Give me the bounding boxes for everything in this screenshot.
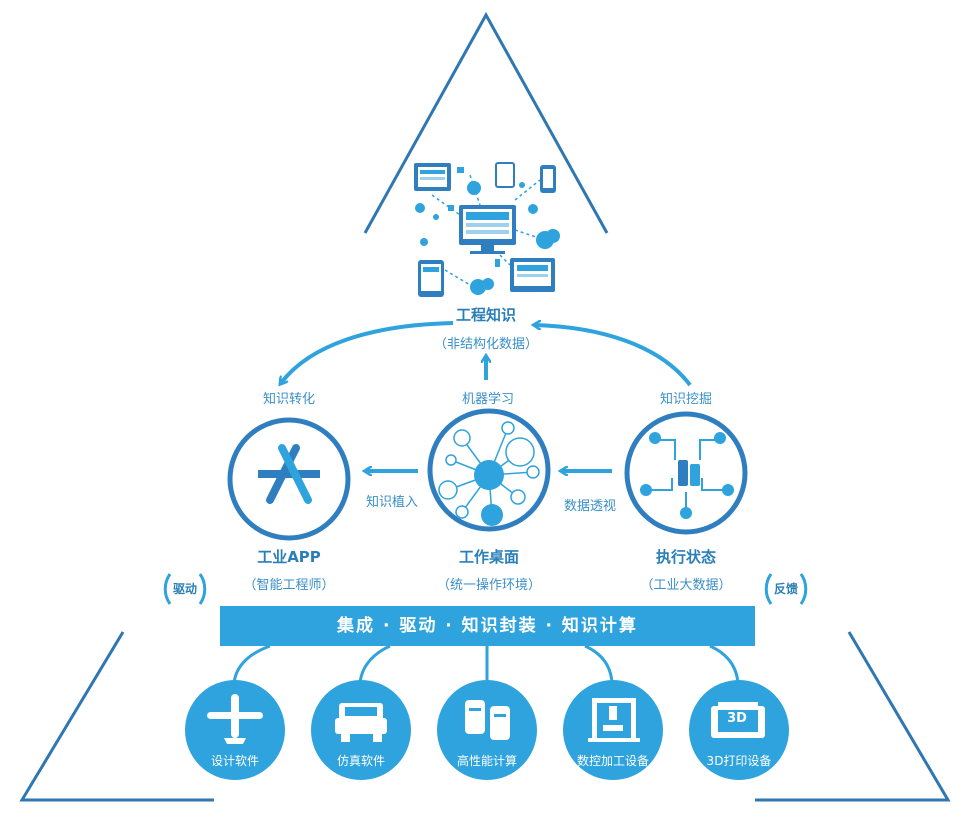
desktop-node-title: 工作桌面 [458,548,520,566]
device-circle-hpc [437,680,537,780]
process-right-label: 知识挖掘 [659,392,713,407]
process-center-label: 机器学习 [461,392,515,407]
car-icon [335,703,387,742]
process-left-label: 知识转化 [262,392,316,407]
pyramid-left-base [19,631,214,802]
desktop-node-subtitle: （统一操作环境） [436,578,542,593]
top-subtitle: （非结构化数据） [433,337,539,352]
airplane-icon [207,694,263,744]
drive-rotation-icon [163,573,207,605]
top-title: 工程知识 [455,306,517,324]
device-label-simulation: 仿真软件 [336,754,386,768]
arrow-implant-label: 知识植入 [365,495,419,510]
device-label-cnc: 数控加工设备 [576,754,650,768]
app-store-icon [258,444,320,504]
pyramid-apex [363,11,609,234]
arrow-knowledge-transform [281,321,454,383]
printer-3d-icon [711,702,765,738]
cnc-machine-icon [588,698,640,742]
server-icon [465,700,510,740]
integration-banner: 集成 · 驱动 · 知识封装 · 知识计算 [220,606,755,646]
state-node-subtitle: （工业大数据） [640,578,732,593]
pyramid-outline [19,11,951,802]
devices-network-icon [414,162,560,297]
banner-text: 集成 · 驱动 · 知识封装 · 知识计算 [337,616,638,636]
pyramid-right-base [755,631,951,802]
state-node-circle [624,411,748,535]
printer-3d-text: 3D [727,711,747,726]
device-label-design: 设计软件 [210,754,260,768]
arrow-insight-label: 数据透视 [563,499,617,514]
device-connectors [232,644,740,687]
state-node-title: 执行状态 [655,548,717,566]
app-node-circle [227,417,351,541]
app-node-title: 工业APP [257,548,321,566]
feedback-badge-label: 反馈 [773,582,799,596]
app-node-subtitle: （智能工程师） [243,578,335,593]
device-label-3dprint: 3D打印设备 [706,754,772,768]
feedback-rotation-icon [764,573,808,605]
desktop-node-circle [427,408,551,532]
device-label-hpc: 高性能计算 [456,754,518,768]
arrow-knowledge-mining [535,325,692,387]
drive-badge-label: 驱动 [172,582,198,596]
